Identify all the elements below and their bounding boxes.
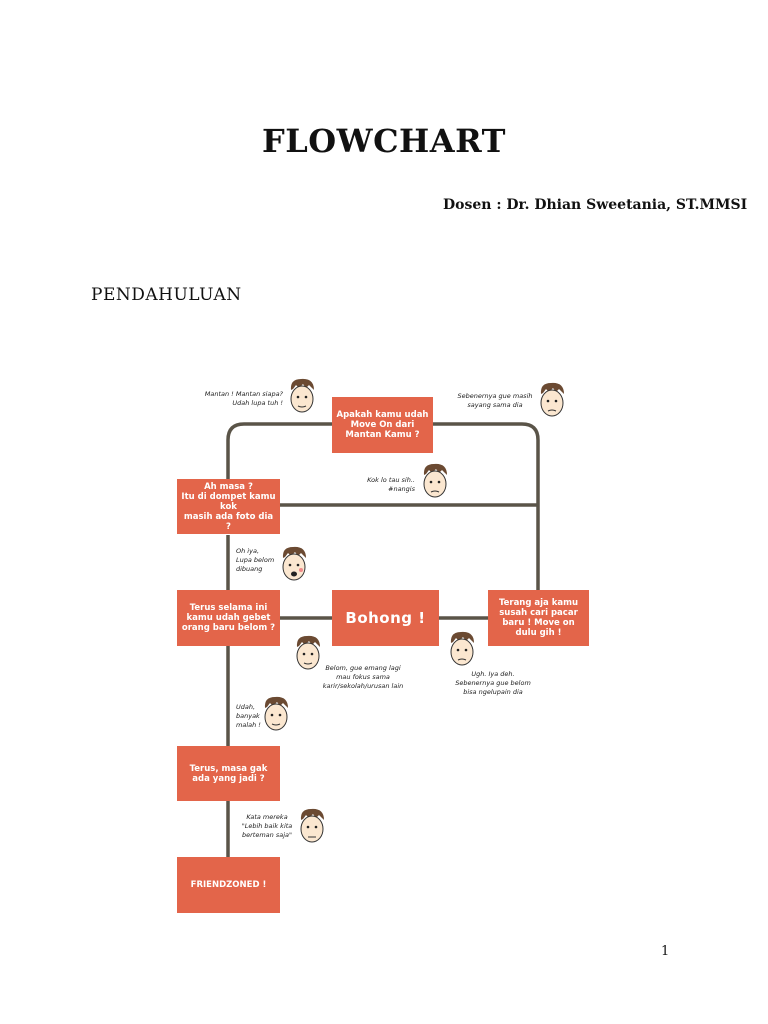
friendzoned-box: FRIENDZONED ! [177,857,280,913]
face-icon [540,382,564,417]
face-icon [282,546,306,581]
section-heading: PENDAHULUAN [91,285,242,305]
note-sebenernya: Sebenernya gue masih sayang sama dia [457,392,533,409]
document-title: FLOWCHART [262,122,506,160]
face-icon [423,463,447,498]
face-icon [450,631,474,666]
page-number: 1 [661,944,670,959]
note-kok-tau: Kok lo tau sih.. #nangis [367,476,415,493]
terus-selama-box: Terus selama ini kamu udah gebet orang b… [177,590,280,646]
note-oh-iya: Oh iya, Lupa belom dibuang [236,547,275,573]
note-udah-banyak: Udah, banyak malah ! [236,703,261,729]
terus-masa-box: Terus, masa gak ada yang jadi ? [177,746,280,801]
ah-masa-box: Ah masa ? Itu di dompet kamu kok masih a… [177,479,280,534]
note-ugh: Ugh. Iya deh. Sebenernya gue belom bisa … [455,670,531,696]
lecturer-line: Dosen : Dr. Dhian Sweetania, ST.MMSI [443,197,748,213]
face-icon [296,635,320,670]
note-kata-mereka: Kata mereka "Lebih baik kita berteman sa… [241,813,293,839]
note-mantan: Mantan ! Mantan siapa? Udah lupa tuh ! [204,390,283,407]
question-box: Apakah kamu udah Move On dari Mantan Kam… [332,397,433,453]
note-belom: Belom, gue emang lagi mau fokus sama kar… [322,664,404,690]
face-icon [290,378,314,413]
face-icon [264,696,288,731]
terang-aja-box: Terang aja kamu susah cari pacar baru ! … [488,590,589,646]
face-icon [300,808,324,843]
bohong-box: Bohong ! [332,590,439,646]
